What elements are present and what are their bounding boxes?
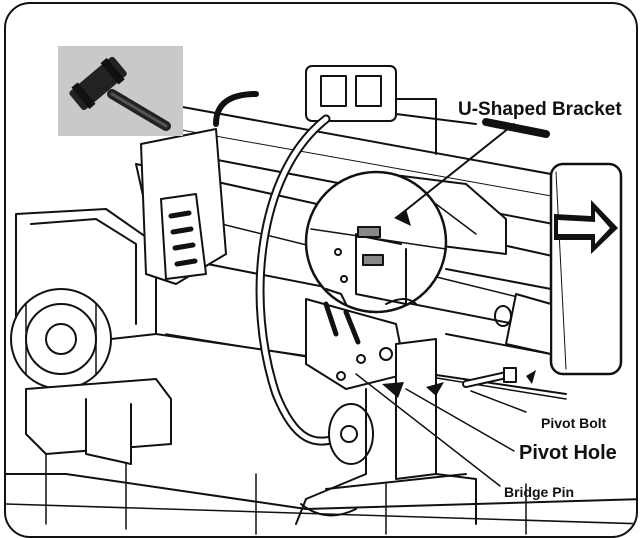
bridge-pin-label: Bridge Pin [504,484,575,500]
diagram-frame: U-Shaped Bracket Pivot Bolt Pivot Hole B… [4,2,638,538]
pivot-hole-label: Pivot Hole [519,442,617,464]
u-shaped-bracket-label: U-Shaped Bracket [458,99,622,120]
pivot-bolt-label: Pivot Bolt [541,415,607,431]
arrow-right-icon [554,200,618,254]
pivot-hole-pointer-arrow [426,382,444,396]
bridge-pin-pointer-arrow [382,382,404,398]
hammer-icon [58,46,183,136]
machine-line-art [6,46,636,535]
pivot-bolt-pointer-arrow [526,370,536,384]
bracket-pointer-arrow [394,209,411,226]
